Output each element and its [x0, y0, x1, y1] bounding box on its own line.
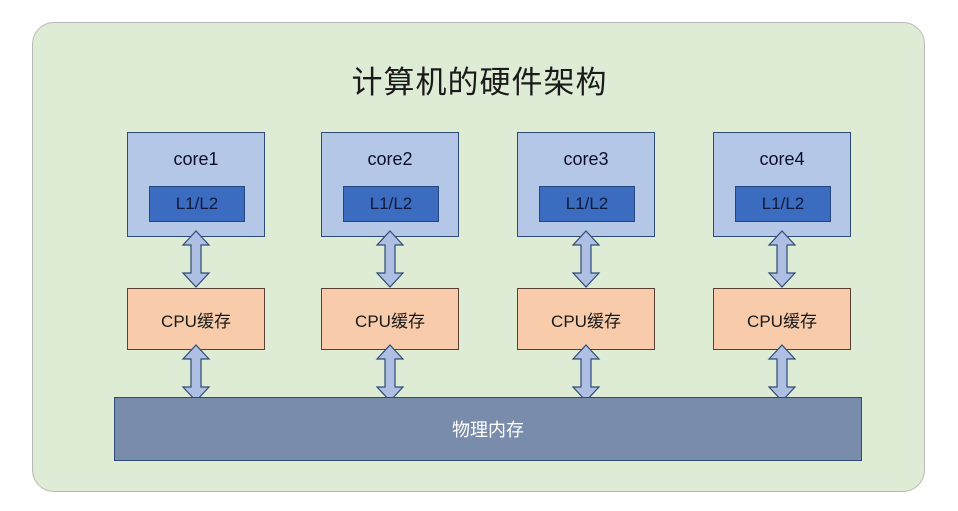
- arrow-cache4-to-memory: [767, 343, 797, 403]
- core-label-1: core1: [173, 149, 219, 169]
- core-box-2[interactable]: core2 L1/L2: [321, 132, 459, 237]
- l1l2-box-2[interactable]: L1/L2: [343, 186, 439, 222]
- arrow-cache3-to-memory: [571, 343, 601, 403]
- l1l2-box-1[interactable]: L1/L2: [149, 186, 245, 222]
- arrow-cache2-to-memory: [375, 343, 405, 403]
- cpu-cache-box-1[interactable]: CPU缓存: [127, 288, 265, 350]
- cpu-cache-box-2[interactable]: CPU缓存: [321, 288, 459, 350]
- physical-memory-bar[interactable]: 物理内存: [114, 397, 862, 461]
- page-title: 计算机的硬件架构: [351, 65, 608, 100]
- core-box-4[interactable]: core4 L1/L2: [713, 132, 851, 237]
- core-box-3[interactable]: core3 L1/L2: [517, 132, 655, 237]
- cpu-cache-box-4[interactable]: CPU缓存: [713, 288, 851, 350]
- core-label-4: core4: [759, 149, 805, 169]
- core-label-2: core2: [367, 149, 413, 169]
- core-label-3: core3: [563, 149, 609, 169]
- cpu-cache-box-3[interactable]: CPU缓存: [517, 288, 655, 350]
- diagram-frame: 计算机的硬件架构 core1 L1/L2 CPU缓存 core2 L1/L2: [32, 22, 925, 492]
- arrow-core4-to-cache4: [767, 229, 797, 289]
- l1l2-box-3[interactable]: L1/L2: [539, 186, 635, 222]
- l1l2-box-4[interactable]: L1/L2: [735, 186, 831, 222]
- arrow-core3-to-cache3: [571, 229, 601, 289]
- core-box-1[interactable]: core1 L1/L2: [127, 132, 265, 237]
- arrow-core2-to-cache2: [375, 229, 405, 289]
- arrow-cache1-to-memory: [181, 343, 211, 403]
- arrow-core1-to-cache1: [181, 229, 211, 289]
